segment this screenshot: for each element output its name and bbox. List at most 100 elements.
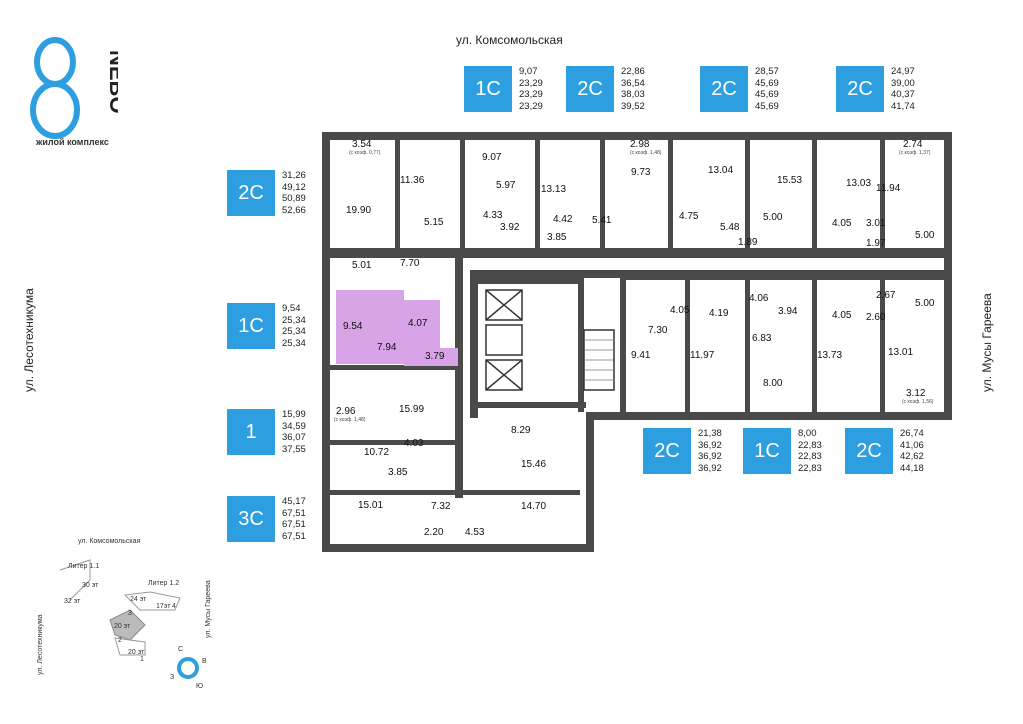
room-area: 5.00 bbox=[915, 230, 935, 241]
building-walls bbox=[322, 132, 952, 552]
svg-text:(с коэф. 1,48): (с коэф. 1,48) bbox=[334, 417, 366, 423]
room-area: 5.15 bbox=[424, 217, 444, 228]
type-badge: 2C bbox=[643, 428, 691, 474]
type-badge: 2C bbox=[700, 66, 748, 112]
room-area: 11.94 bbox=[876, 183, 901, 194]
svg-text:Ю: Ю bbox=[196, 683, 203, 690]
room-area: 3.85 bbox=[388, 467, 408, 478]
room-area: 3.92 bbox=[500, 222, 520, 233]
brand-logo: NEBO bbox=[30, 37, 118, 139]
room-notes: (с коэф. 0,77) (с коэф. 1,48) (с коэф. 1… bbox=[334, 150, 934, 423]
room-area: 9.54 bbox=[343, 321, 363, 332]
room-area: 7.30 bbox=[648, 325, 668, 336]
room-area: 5.01 bbox=[352, 260, 372, 271]
minimap-street-top: ул. Комсомольская bbox=[78, 538, 140, 545]
core bbox=[485, 289, 615, 391]
svg-text:(с коэф. 0,77): (с коэф. 0,77) bbox=[349, 150, 381, 156]
svg-text:В: В bbox=[202, 658, 207, 665]
svg-text:(с коэф. 1,56): (с коэф. 1,56) bbox=[902, 399, 934, 405]
room-area: 13.04 bbox=[708, 165, 733, 176]
room-area: 13.01 bbox=[888, 347, 913, 358]
room-area: 7.32 bbox=[431, 501, 451, 512]
room-area: 4.33 bbox=[483, 210, 503, 221]
room-area: 13.03 bbox=[846, 178, 871, 189]
type-badge: 1C bbox=[743, 428, 791, 474]
room-area: 5.41 bbox=[592, 215, 612, 226]
room-area: 3.85 bbox=[547, 232, 567, 243]
site-minimap: ул. Комсомольская ул. Лесотехникума ул. … bbox=[37, 538, 212, 690]
room-area: 5.48 bbox=[720, 222, 740, 233]
room-area: 13.73 bbox=[817, 350, 842, 361]
brand-name: NEBO bbox=[105, 50, 118, 114]
room-area: 15.53 bbox=[777, 175, 802, 186]
room-area: 4.19 bbox=[709, 308, 729, 319]
room-labels: 3.54 11.36 9.07 5.97 13.13 2.98 9.73 13.… bbox=[336, 139, 935, 538]
type-badge: 2C bbox=[227, 170, 275, 216]
room-area: 4.05 bbox=[832, 218, 852, 229]
room-area: 5.00 bbox=[763, 212, 783, 223]
room-area: 3.79 bbox=[425, 351, 445, 362]
room-area: 5.00 bbox=[915, 298, 935, 309]
room-area: 2.67 bbox=[876, 290, 896, 301]
type-badge: 2C bbox=[845, 428, 893, 474]
type-badge: 1 bbox=[227, 409, 275, 455]
svg-text:20 эт: 20 эт bbox=[128, 649, 145, 656]
room-area: 2.20 bbox=[424, 527, 444, 538]
stair-steps bbox=[584, 339, 614, 381]
highlighted-apartment[interactable] bbox=[336, 290, 458, 366]
room-area: 11.36 bbox=[400, 175, 425, 186]
room-area: 3.01 bbox=[866, 218, 886, 229]
svg-text:17эт: 17эт bbox=[156, 603, 171, 610]
room-area: 3.94 bbox=[778, 306, 798, 317]
type-badge: 1C bbox=[227, 303, 275, 349]
room-area: 3.54 bbox=[352, 139, 372, 150]
room-area: 4.07 bbox=[408, 318, 428, 329]
room-area: 19.90 bbox=[346, 205, 371, 216]
room-area: 11.97 bbox=[690, 350, 715, 361]
svg-text:32 эт: 32 эт bbox=[64, 598, 81, 605]
svg-text:2: 2 bbox=[118, 637, 122, 644]
svg-text:1: 1 bbox=[140, 656, 144, 663]
room-area: 2.74 bbox=[903, 139, 923, 150]
room-area: 5.97 bbox=[496, 180, 516, 191]
room-area: 1.97 bbox=[866, 238, 886, 249]
liter-1-1: Литер 1.1 bbox=[68, 563, 99, 570]
room-area: 15.46 bbox=[521, 459, 546, 470]
room-area: 13.13 bbox=[541, 184, 566, 195]
minimap-street-right: ул. Мусы Гареева bbox=[205, 580, 212, 638]
room-area: 8.29 bbox=[511, 425, 531, 436]
type-badge: 2C bbox=[836, 66, 884, 112]
svg-text:20 эт: 20 эт bbox=[114, 623, 131, 630]
svg-text:С: С bbox=[178, 646, 183, 653]
room-area: 3.12 bbox=[906, 388, 926, 399]
room-area: 7.94 bbox=[377, 342, 397, 353]
room-area: 10.72 bbox=[364, 447, 389, 458]
room-area: 14.70 bbox=[521, 501, 546, 512]
room-area: 9.73 bbox=[631, 167, 651, 178]
svg-text:4: 4 bbox=[172, 603, 176, 610]
room-area: 2.60 bbox=[866, 312, 886, 323]
room-area: 6.83 bbox=[752, 333, 772, 344]
svg-text:3: 3 bbox=[128, 610, 132, 617]
room-area: 4.75 bbox=[679, 211, 699, 222]
svg-text:24 эт: 24 эт bbox=[130, 596, 147, 603]
room-area: 4.53 bbox=[465, 527, 485, 538]
